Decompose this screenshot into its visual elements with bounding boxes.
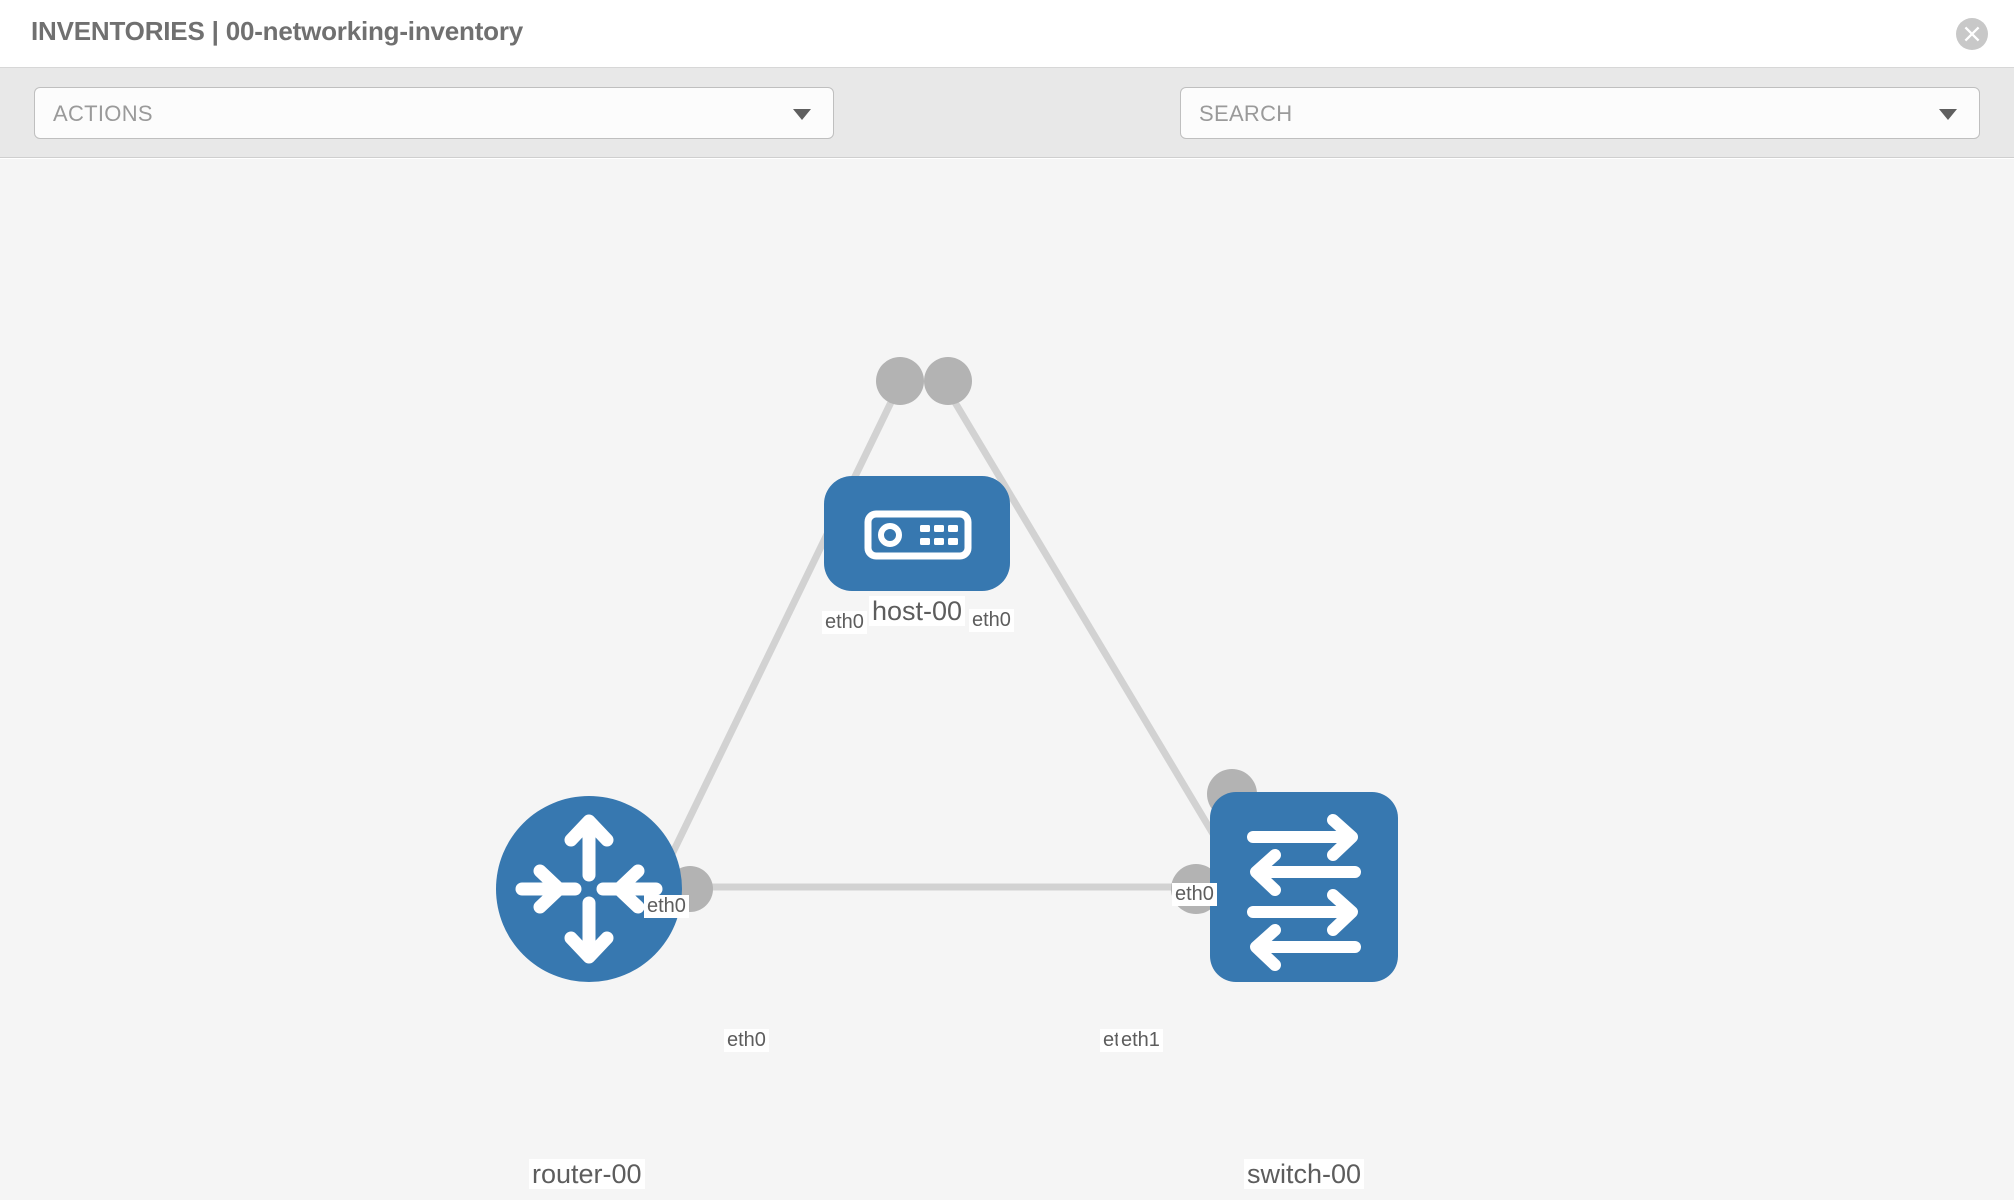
switch-arrows-icon bbox=[1247, 814, 1361, 971]
port-host-right bbox=[924, 357, 972, 405]
node-label-router-00: router-00 bbox=[529, 1159, 645, 1190]
port-label-switch-upper: eth0 bbox=[1172, 883, 1217, 906]
switch-node-body bbox=[1210, 792, 1398, 982]
port-label-host-right: eth0 bbox=[969, 609, 1014, 632]
host-node-body bbox=[824, 476, 1010, 591]
topology-canvas[interactable]: eth0 host-00 eth0 eth0 eth0 eth0 eth eth… bbox=[0, 159, 2014, 1200]
port-label-router-upper: eth0 bbox=[644, 895, 689, 918]
port-label-switch-left-b: eth1 bbox=[1118, 1029, 1163, 1052]
router-node-body bbox=[496, 796, 682, 982]
port-label-router-right: eth0 bbox=[724, 1029, 769, 1052]
node-label-host-00: host-00 bbox=[869, 596, 966, 627]
node-switch-00 bbox=[1210, 792, 1398, 982]
toolbar: ACTIONS SEARCH bbox=[0, 68, 2014, 190]
topology-links bbox=[656, 392, 1244, 891]
close-icon[interactable] bbox=[1956, 18, 1988, 50]
topology-graph bbox=[496, 357, 1398, 982]
link-host-switch bbox=[946, 392, 1244, 881]
chevron-down-icon bbox=[793, 109, 811, 120]
link-host-router bbox=[656, 392, 899, 881]
page-header: INVENTORIES | 00-networking-inventory bbox=[0, 0, 2014, 68]
node-router-00 bbox=[496, 796, 682, 982]
page-title: INVENTORIES | 00-networking-inventory bbox=[31, 16, 524, 46]
node-label-switch-00: switch-00 bbox=[1244, 1159, 1365, 1190]
port-label-host-left: eth0 bbox=[822, 611, 867, 634]
search-placeholder: SEARCH bbox=[1199, 101, 1293, 126]
chevron-down-icon[interactable] bbox=[1939, 109, 1957, 120]
router-arrows-icon bbox=[515, 814, 663, 964]
node-host-00 bbox=[824, 476, 1010, 591]
server-icon bbox=[864, 510, 972, 560]
actions-dropdown[interactable]: ACTIONS bbox=[34, 87, 834, 139]
search-input[interactable]: SEARCH bbox=[1180, 87, 1980, 139]
topology-ports bbox=[667, 357, 1257, 914]
port-host-left bbox=[876, 357, 924, 405]
actions-dropdown-label: ACTIONS bbox=[53, 101, 153, 126]
